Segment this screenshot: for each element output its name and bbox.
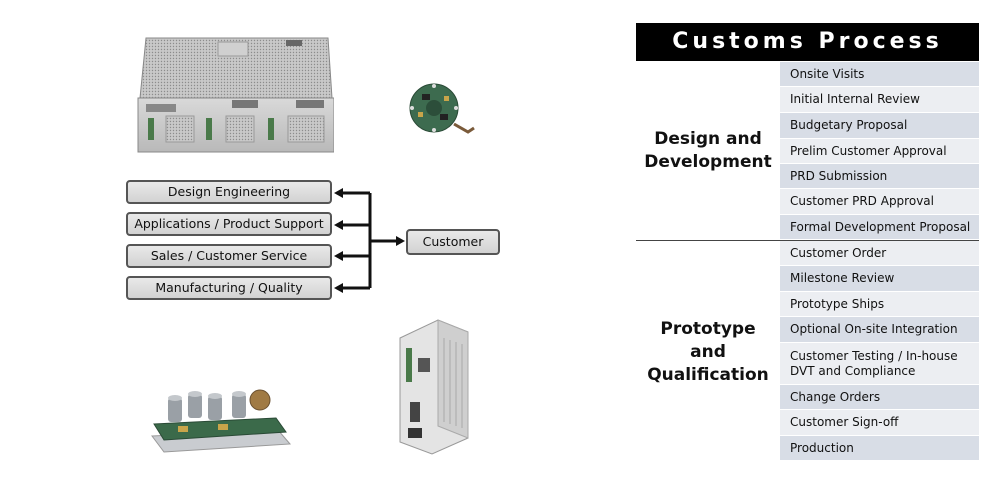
power-board-photo xyxy=(148,386,292,460)
round-circuit-board-photo xyxy=(404,80,476,138)
step-customer-sign-off: Customer Sign-off xyxy=(780,410,979,436)
dept-manufacturing-quality: Manufacturing / Quality xyxy=(126,276,332,300)
step-prd-submission: PRD Submission xyxy=(780,164,979,189)
step-budgetary-proposal: Budgetary Proposal xyxy=(780,113,979,139)
servo-drive-photo xyxy=(398,318,470,456)
arrow-to-sales xyxy=(334,251,343,261)
step-initial-internal-review: Initial Internal Review xyxy=(780,87,979,113)
arrow-to-design xyxy=(334,188,343,198)
step-change-orders: Change Orders xyxy=(780,385,979,410)
process-title: Customs Process xyxy=(636,23,979,61)
step-formal-development-proposal: Formal Development Proposal xyxy=(780,215,979,240)
step-production: Production xyxy=(780,436,979,461)
step-prelim-customer-approval: Prelim Customer Approval xyxy=(780,139,979,164)
phase-divider xyxy=(636,240,979,241)
arrow-to-applications xyxy=(334,220,343,230)
arrow-to-customer xyxy=(396,236,405,246)
dept-applications-support: Applications / Product Support xyxy=(126,212,332,236)
step-optional-onsite-integration: Optional On-site Integration xyxy=(780,317,979,343)
step-customer-testing: Customer Testing / In-house DVT and Comp… xyxy=(780,343,979,385)
phase-label-prototype: Prototype and Qualification xyxy=(647,319,769,385)
arrow-to-manufacturing xyxy=(334,283,343,293)
step-prototype-ships: Prototype Ships xyxy=(780,292,979,317)
phase-label-design: Design and Development xyxy=(644,129,772,172)
step-customer-prd-approval: Customer PRD Approval xyxy=(780,189,979,215)
step-customer-order: Customer Order xyxy=(780,241,979,266)
step-onsite-visits: Onsite Visits xyxy=(780,62,979,87)
customer-box: Customer xyxy=(406,229,500,255)
controller-enclosure-photo xyxy=(136,36,335,154)
dept-sales-customer-service: Sales / Customer Service xyxy=(126,244,332,268)
dept-design-engineering: Design Engineering xyxy=(126,180,332,204)
step-milestone-review: Milestone Review xyxy=(780,266,979,292)
